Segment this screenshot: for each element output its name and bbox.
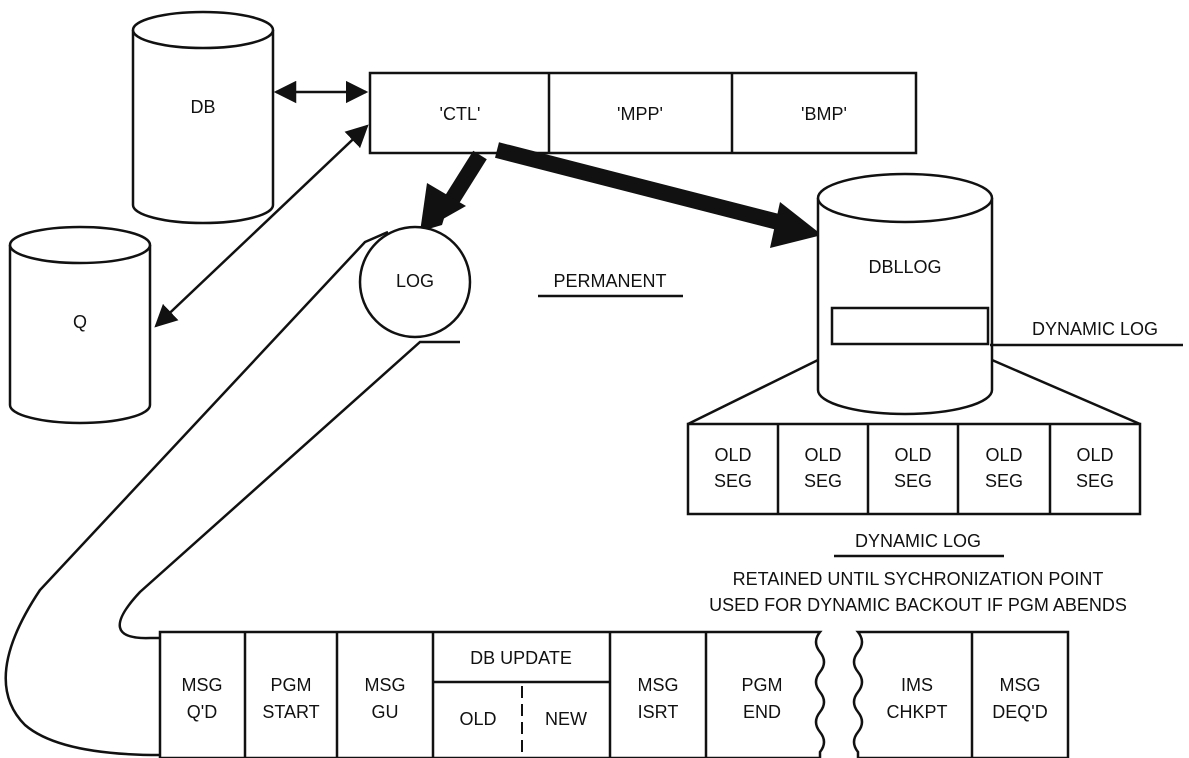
old-seg-2-line2: SEG	[804, 471, 842, 491]
rec-msgdeqd-line2: DEQ'D	[992, 702, 1047, 722]
old-seg-cell: OLD SEG	[985, 445, 1023, 491]
fan-line-right	[991, 358, 1141, 426]
log-record-strip: MSG Q'D PGM START MSG GU DB UPDATE OLD N…	[158, 630, 826, 758]
old-seg-5-line2: SEG	[1076, 471, 1114, 491]
dynamic-log-title: DYNAMIC LOG	[855, 531, 981, 551]
rec-msgisrt-line1: MSG	[637, 675, 678, 695]
rec-msggu-line1: MSG	[364, 675, 405, 695]
note-line-2: USED FOR DYNAMIC BACKOUT IF PGM ABENDS	[709, 595, 1127, 615]
permanent-label: PERMANENT	[553, 271, 666, 291]
log-label: LOG	[396, 271, 434, 291]
rec-pgmstart-line1: PGM	[270, 675, 311, 695]
db-label: DB	[190, 97, 215, 117]
q-label: Q	[73, 312, 87, 332]
rec-dbupdate-old: OLD	[459, 709, 496, 729]
old-seg-cell: OLD SEG	[804, 445, 842, 491]
dbllog-label: DBLLOG	[868, 257, 941, 277]
rec-msggu-line2: GU	[372, 702, 399, 722]
old-seg-4-line2: SEG	[985, 471, 1023, 491]
rec-dbupdate-new: NEW	[545, 709, 587, 729]
region-bmp: 'BMP'	[801, 104, 847, 124]
rec-msgisrt-line2: ISRT	[638, 702, 679, 722]
rec-pgmend-line1: PGM	[741, 675, 782, 695]
old-seg-2-line1: OLD	[804, 445, 841, 465]
old-seg-1-line1: OLD	[714, 445, 751, 465]
q-cylinder: Q	[8, 225, 152, 425]
old-seg-cell: OLD SEG	[894, 445, 932, 491]
old-seg-3-line2: SEG	[894, 471, 932, 491]
old-seg-1-line2: SEG	[714, 471, 752, 491]
rec-imschkpt-line2: CHKPT	[886, 702, 947, 722]
rec-msgqd-line1: MSG	[181, 675, 222, 695]
old-segments-row: OLD SEG OLD SEG OLD SEG OLD SEG OLD SEG	[686, 422, 1142, 516]
region-mpp: 'MPP'	[617, 104, 663, 124]
dbllog-cylinder: DBLLOG	[816, 172, 994, 416]
db-cylinder: DB	[131, 10, 275, 225]
log-tape-inner	[118, 340, 460, 640]
ctl-to-dbllog-arrow	[495, 142, 822, 248]
dynamic-log-side-label: DYNAMIC LOG	[1032, 319, 1158, 339]
log-reel: LOG	[358, 225, 472, 339]
old-seg-cell: OLD SEG	[1076, 445, 1114, 491]
dynamic-log-slot	[830, 306, 990, 346]
rec-imschkpt-line1: IMS	[901, 675, 933, 695]
old-seg-5-line1: OLD	[1076, 445, 1113, 465]
old-seg-cell: OLD SEG	[714, 445, 752, 491]
log-tape	[4, 230, 389, 757]
rec-msgdeqd-line1: MSG	[999, 675, 1040, 695]
rec-pgmstart-line2: START	[262, 702, 319, 722]
ctl-to-log-arrow	[418, 150, 487, 232]
q-ctl-arrow	[154, 124, 369, 328]
old-seg-3-line1: OLD	[894, 445, 931, 465]
region-table: 'CTL' 'MPP' 'BMP'	[368, 71, 918, 155]
rec-dbupdate-header: DB UPDATE	[470, 648, 572, 668]
rec-msgqd-line2: Q'D	[187, 702, 217, 722]
log-record-strip-continued: IMS CHKPT MSG DEQ'D	[852, 630, 1070, 758]
fan-line-left	[687, 358, 819, 426]
region-ctl: 'CTL'	[440, 104, 481, 124]
rec-pgmend-line2: END	[743, 702, 781, 722]
note-line-1: RETAINED UNTIL SYCHRONIZATION POINT	[733, 569, 1104, 589]
old-seg-4-line1: OLD	[985, 445, 1022, 465]
